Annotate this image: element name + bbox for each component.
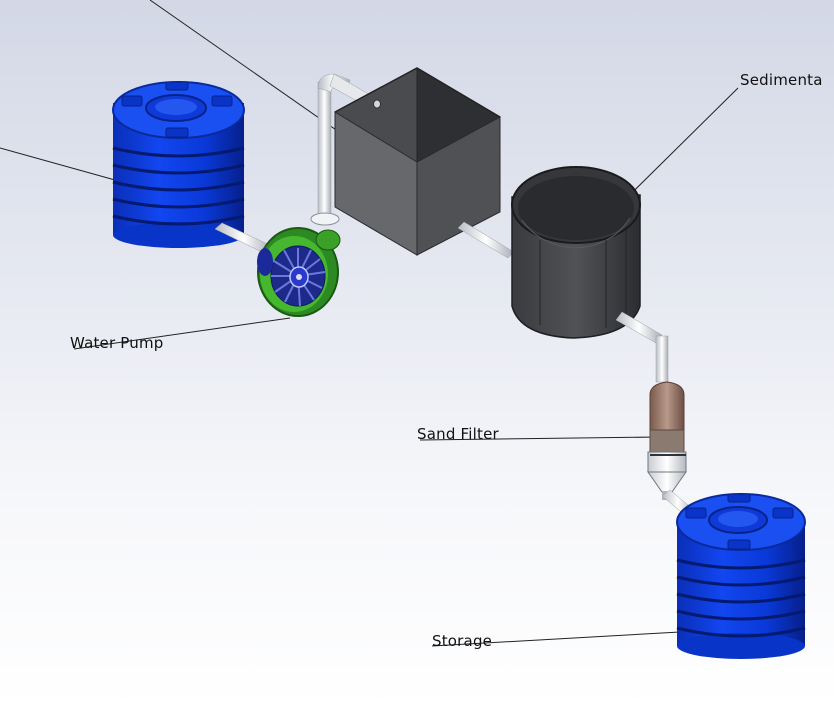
leader-line-storage [431,631,681,647]
water-pump [257,227,341,317]
label-storage: Storage [432,632,493,650]
leader-line-water-pump [73,317,291,350]
pipe-sedimentation-to-filter [615,311,669,383]
label-sedimentation: Sedimenta [740,71,823,89]
leader-line-sand-filter [419,436,661,441]
sedimentation-tank [511,166,641,339]
storage-tank [676,493,806,659]
source-tank [112,81,245,248]
label-water-pump: Water Pump [70,334,164,352]
label-sand-filter: Sand Filter [417,425,499,443]
leader-line-left-tank [0,147,116,181]
pipe-box-to-sedimentation [457,221,515,259]
mixing-box [334,67,501,256]
sand-filter [647,381,687,500]
